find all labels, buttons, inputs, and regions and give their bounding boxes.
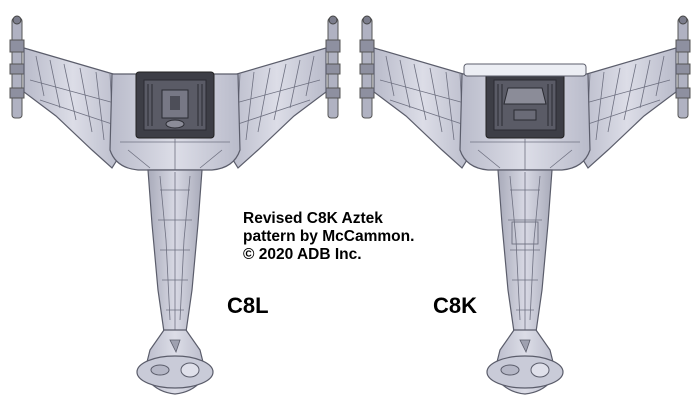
ship-c8l-figure: [9, 15, 341, 395]
caption-line-3: © 2020 ADB Inc.: [243, 246, 362, 263]
ship-label-c8k: C8K: [433, 293, 478, 318]
caption-line-2: pattern by McCammon.: [243, 228, 415, 245]
ship-c8k-figure: [359, 15, 691, 395]
ship-label-c8l: C8L: [227, 293, 269, 318]
credit-caption: Revised C8K Aztek pattern by McCammon. ©…: [243, 210, 414, 264]
caption-line-1: Revised C8K Aztek: [243, 210, 383, 227]
